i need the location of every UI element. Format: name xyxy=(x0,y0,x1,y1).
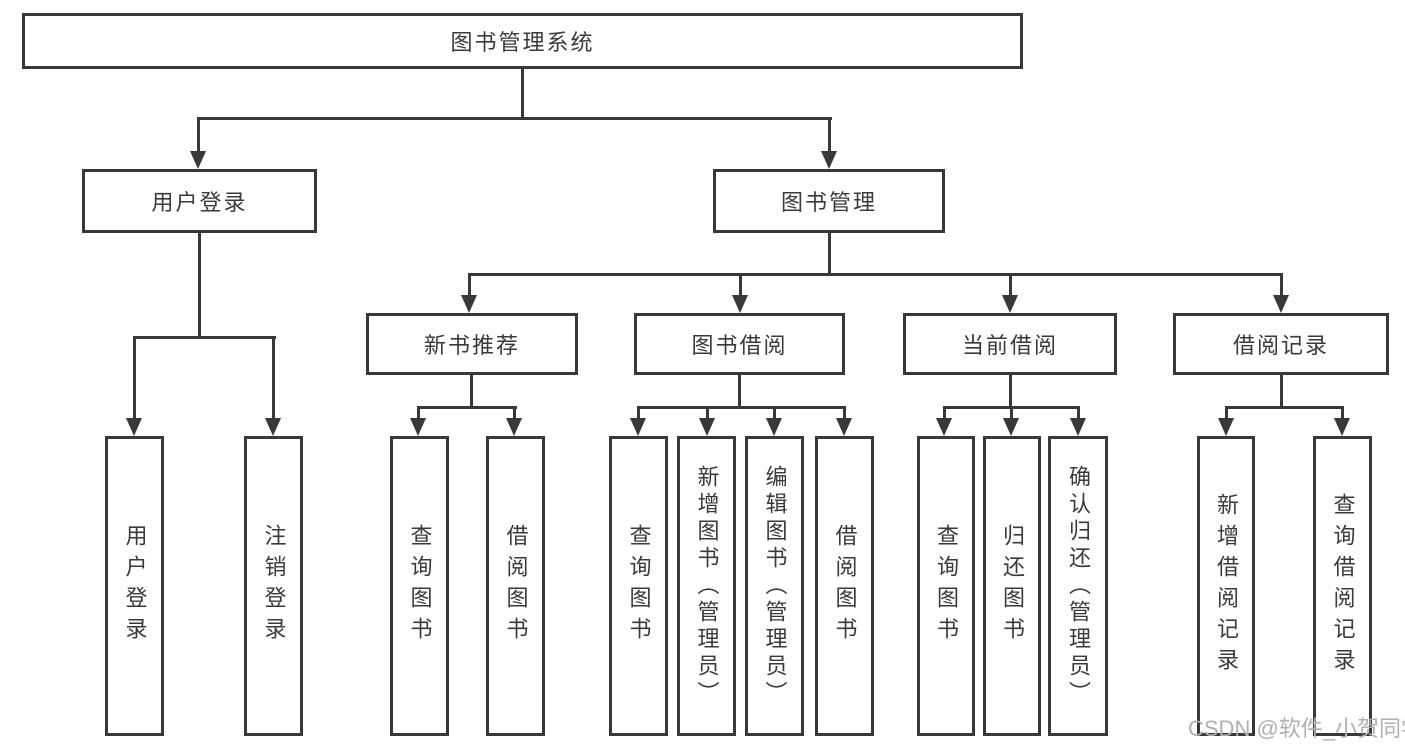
arrow-down-query-books-current xyxy=(936,418,952,436)
arrow-down-confirm-return-admin xyxy=(1070,418,1086,436)
edge-drop-query-books-borrowing xyxy=(637,406,640,420)
arrow-down-return-books xyxy=(1003,418,1019,436)
edge-drop-borrow-books-recommend xyxy=(513,406,516,420)
edge-drop-edit-books-admin xyxy=(773,406,776,420)
arrow-down-leaf-logout xyxy=(265,418,281,436)
edge-borrowing-stem xyxy=(738,375,741,408)
arrow-down-current-borrowing xyxy=(1002,295,1018,313)
node-current-borrowing: 当前借阅 xyxy=(903,313,1117,375)
arrow-down-user-login xyxy=(190,151,206,169)
leaf-logout-label: 注销登录 xyxy=(261,524,287,648)
edge-drop-current-borrowing xyxy=(1009,273,1012,297)
leaf-query-books-current: 查询图书 xyxy=(917,436,975,736)
leaf-query-books-recommend-label: 查询图书 xyxy=(407,524,433,648)
leaf-logout: 注销登录 xyxy=(244,436,303,736)
edge-drop-query-borrow-record xyxy=(1341,406,1344,420)
arrow-down-borrow-books-recommend xyxy=(506,418,522,436)
edge-drop-book-borrowing xyxy=(739,273,742,297)
leaf-add-books-admin: 新增图书（管理员） xyxy=(677,436,736,736)
arrow-down-new-book-recommend xyxy=(461,295,477,313)
leaf-query-books-borrowing-label: 查询图书 xyxy=(626,524,652,648)
leaf-query-borrow-record-label: 查询借阅记录 xyxy=(1330,493,1356,679)
edge-root-rail xyxy=(197,117,832,120)
leaf-user-login: 用户登录 xyxy=(105,436,164,736)
edge-drop-user-login xyxy=(197,117,200,154)
leaf-add-borrow-record-label: 新增借阅记录 xyxy=(1214,493,1239,679)
edge-drop-add-books-admin xyxy=(706,406,709,420)
edge-drop-query-books-recommend xyxy=(417,406,420,420)
arrow-down-borrow-records xyxy=(1273,295,1289,313)
node-user-login: 用户登录 xyxy=(82,169,317,233)
leaf-query-books-current-label: 查询图书 xyxy=(934,524,959,648)
edge-drop-leaf-logout xyxy=(272,336,275,420)
edge-user-login-stem xyxy=(198,233,201,339)
arrow-down-book-management xyxy=(821,151,837,169)
leaf-edit-books-admin: 编辑图书（管理员） xyxy=(745,436,804,736)
edge-drop-new-book-recommend xyxy=(468,273,471,297)
leaf-borrow-books-recommend: 借阅图书 xyxy=(486,436,545,736)
leaf-query-borrow-record: 查询借阅记录 xyxy=(1313,436,1372,736)
edge-recommend-rail xyxy=(417,406,517,409)
leaf-edit-books-admin-label: 编辑图书（管理员） xyxy=(762,464,788,708)
arrow-down-borrow-books-borrowing xyxy=(836,418,852,436)
leaf-borrow-books-borrowing-label: 借阅图书 xyxy=(832,524,858,648)
edge-drop-confirm-return-admin xyxy=(1077,406,1080,420)
leaf-borrow-books-borrowing: 借阅图书 xyxy=(815,436,874,736)
node-borrow-records: 借阅记录 xyxy=(1173,313,1389,375)
edge-current-stem xyxy=(1009,375,1012,408)
leaf-return-books-label: 归还图书 xyxy=(1000,524,1025,648)
edge-drop-return-books xyxy=(1010,406,1013,420)
leaf-confirm-return-admin-label: 确认归还（管理员） xyxy=(1066,464,1091,708)
node-book-management: 图书管理 xyxy=(713,169,945,233)
leaf-query-books-recommend: 查询图书 xyxy=(390,436,449,736)
leaf-confirm-return-admin: 确认归还（管理员） xyxy=(1048,436,1108,736)
leaf-borrow-books-recommend-label: 借阅图书 xyxy=(503,524,529,648)
edge-records-stem xyxy=(1280,375,1283,408)
arrow-down-edit-books-admin xyxy=(766,418,782,436)
edge-drop-borrow-records xyxy=(1280,273,1283,297)
edge-records-rail xyxy=(1225,406,1344,409)
node-book-borrowing: 图书借阅 xyxy=(634,313,845,375)
edge-recommend-stem xyxy=(470,375,473,408)
leaf-user-login-label: 用户登录 xyxy=(122,524,148,648)
edge-root-stem xyxy=(521,69,524,117)
leaf-return-books: 归还图书 xyxy=(983,436,1041,736)
leaf-query-books-borrowing: 查询图书 xyxy=(609,436,668,736)
edge-drop-borrow-books-borrowing xyxy=(843,406,846,420)
edge-book-management-stem xyxy=(828,233,831,275)
arrow-down-book-borrowing xyxy=(732,295,748,313)
edge-user-login-rail xyxy=(133,336,276,339)
csdn-watermark: CSDN @软件_小贺同学 xyxy=(1188,716,1405,741)
edge-drop-add-borrow-record xyxy=(1225,406,1228,420)
node-new-book-recommend: 新书推荐 xyxy=(366,313,578,375)
arrow-down-leaf-user-login xyxy=(126,418,142,436)
arrow-down-query-books-recommend xyxy=(410,418,426,436)
edge-book-management-rail xyxy=(468,273,1283,276)
edge-drop-book-management xyxy=(828,117,831,154)
arrow-down-add-books-admin xyxy=(699,418,715,436)
leaf-add-books-admin-label: 新增图书（管理员） xyxy=(694,464,720,708)
arrow-down-query-books-borrowing xyxy=(630,418,646,436)
arrow-down-query-borrow-record xyxy=(1334,418,1350,436)
edge-borrowing-rail xyxy=(637,406,846,409)
edge-drop-query-books-current xyxy=(943,406,946,420)
edge-drop-leaf-user-login xyxy=(133,336,136,420)
node-root-system: 图书管理系统 xyxy=(22,13,1023,69)
leaf-add-borrow-record: 新增借阅记录 xyxy=(1197,436,1255,736)
arrow-down-add-borrow-record xyxy=(1218,418,1234,436)
